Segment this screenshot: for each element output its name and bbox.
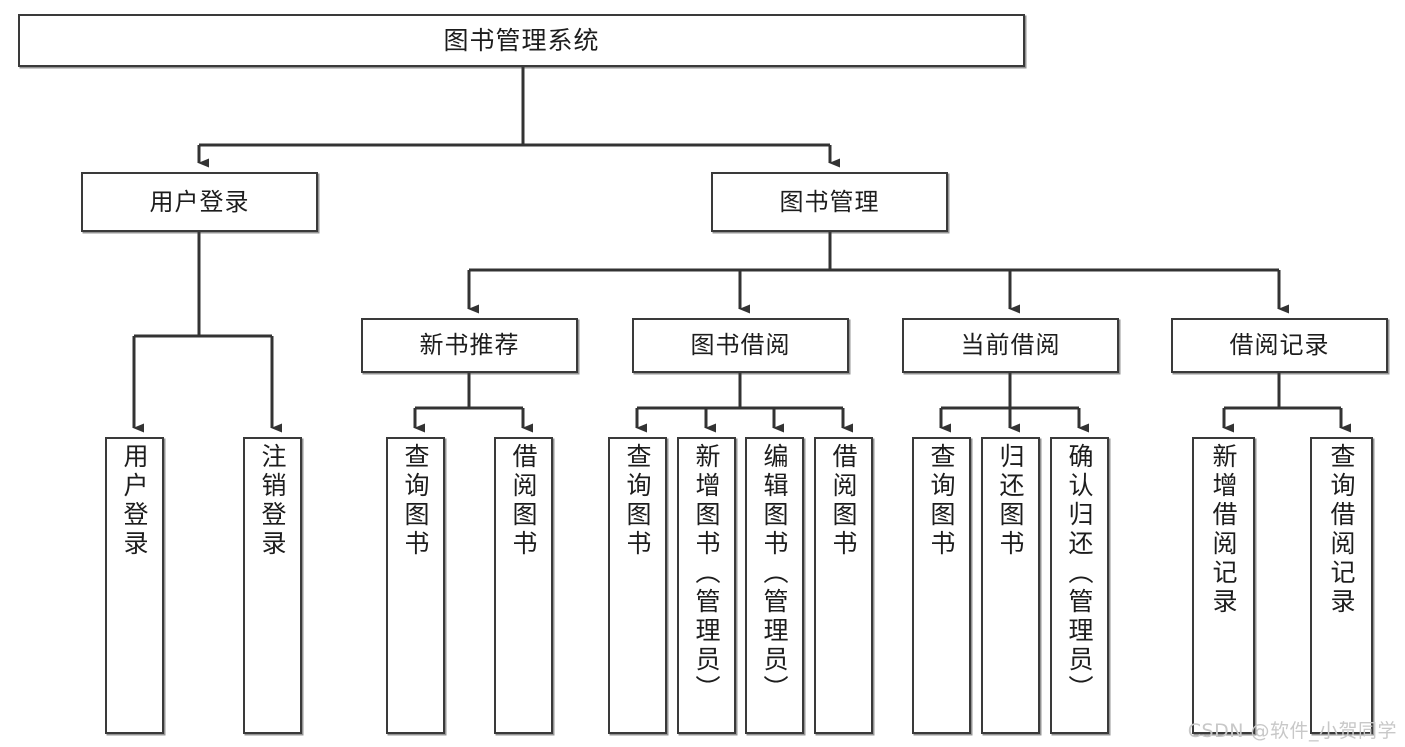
- node-book-management[interactable]: 图书管理: [711, 172, 948, 232]
- node-label: 图书管理: [779, 187, 880, 216]
- leaf-current-confirm-return-admin[interactable]: 确认归还（管理员）: [1050, 437, 1109, 734]
- node-label: 借阅图书: [829, 443, 858, 559]
- node-label: 注销登录: [258, 443, 287, 559]
- node-label: 编辑图书（管理员）: [760, 443, 789, 704]
- node-label: 新增借阅记录: [1209, 443, 1238, 617]
- leaf-new-book-borrow[interactable]: 借阅图书: [494, 437, 553, 734]
- node-label: 新书推荐: [419, 331, 520, 360]
- leaf-current-return-book[interactable]: 归还图书: [981, 437, 1040, 734]
- node-label: 用户登录: [120, 443, 149, 559]
- leaf-borrow-edit-book-admin[interactable]: 编辑图书（管理员）: [745, 437, 804, 734]
- node-label: 借阅记录: [1229, 331, 1330, 360]
- leaf-records-add-record[interactable]: 新增借阅记录: [1192, 437, 1255, 734]
- leaf-records-query-record[interactable]: 查询借阅记录: [1310, 437, 1373, 734]
- node-label: 查询图书: [401, 443, 430, 559]
- node-label: 新增图书（管理员）: [692, 443, 721, 704]
- node-root-system[interactable]: 图书管理系统: [18, 14, 1025, 67]
- leaf-user-login-logout[interactable]: 注销登录: [243, 437, 302, 734]
- node-user-login[interactable]: 用户登录: [81, 172, 318, 232]
- node-label: 用户登录: [149, 187, 250, 216]
- leaf-current-query[interactable]: 查询图书: [912, 437, 971, 734]
- node-current-borrow[interactable]: 当前借阅: [902, 318, 1119, 373]
- node-label: 查询图书: [927, 443, 956, 559]
- node-label: 归还图书: [996, 443, 1025, 559]
- leaf-borrow-add-book-admin[interactable]: 新增图书（管理员）: [677, 437, 736, 734]
- leaf-user-login-login[interactable]: 用户登录: [105, 437, 164, 734]
- leaf-borrow-query[interactable]: 查询图书: [608, 437, 667, 734]
- node-label: 查询图书: [623, 443, 652, 559]
- node-label: 图书借阅: [690, 331, 791, 360]
- leaf-new-book-query[interactable]: 查询图书: [386, 437, 445, 734]
- node-label: 确认归还（管理员）: [1065, 443, 1094, 704]
- node-label: 图书管理系统: [443, 25, 600, 55]
- watermark: CSDN @软件_小贺同学: [1187, 720, 1397, 742]
- node-label: 借阅图书: [509, 443, 538, 559]
- node-label: 查询借阅记录: [1327, 443, 1356, 617]
- node-borrow-records[interactable]: 借阅记录: [1171, 318, 1388, 373]
- node-new-book-recommend[interactable]: 新书推荐: [361, 318, 578, 373]
- node-book-borrow[interactable]: 图书借阅: [632, 318, 849, 373]
- node-label: 当前借阅: [960, 331, 1061, 360]
- leaf-borrow-borrow-book[interactable]: 借阅图书: [814, 437, 873, 734]
